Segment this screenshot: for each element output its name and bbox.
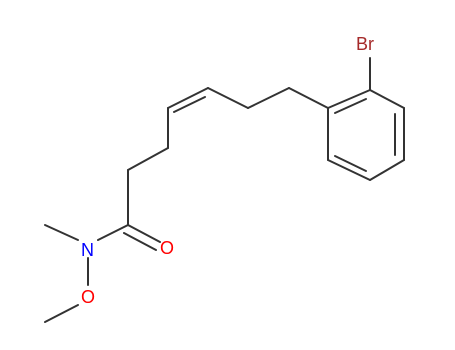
chain-bond: [288, 87, 329, 109]
weinreb-amide: [44, 224, 161, 323]
ring-inner-double-bond: [334, 98, 367, 114]
ring-inner-double-bond: [334, 155, 367, 172]
ring-bond: [327, 159, 371, 181]
alkyl-chain: [127, 87, 329, 226]
chain-bond: [207, 87, 249, 109]
ring-bond: [369, 89, 405, 109]
o-methyl-bond: [44, 304, 79, 323]
carbonyl-double-bond: [127, 224, 161, 243]
ring-bond: [327, 89, 371, 109]
c-n-bond: [97, 224, 129, 241]
cis-double-bond-inner: [173, 96, 206, 113]
nitrogen-atom-label: N: [81, 240, 94, 260]
carbonyl-double-bond: [123, 232, 157, 251]
ring-bond: [369, 159, 405, 181]
benzene-ring: [327, 89, 405, 181]
bromine-atom-label: Br: [356, 34, 374, 54]
n-methyl-bond: [44, 224, 79, 241]
cis-double-bond: [167, 87, 209, 109]
methoxy-oxygen-label: O: [81, 287, 95, 307]
chain-bond: [127, 147, 169, 171]
carbonyl-oxygen-label: O: [160, 238, 174, 258]
chain-bond: [247, 87, 290, 109]
